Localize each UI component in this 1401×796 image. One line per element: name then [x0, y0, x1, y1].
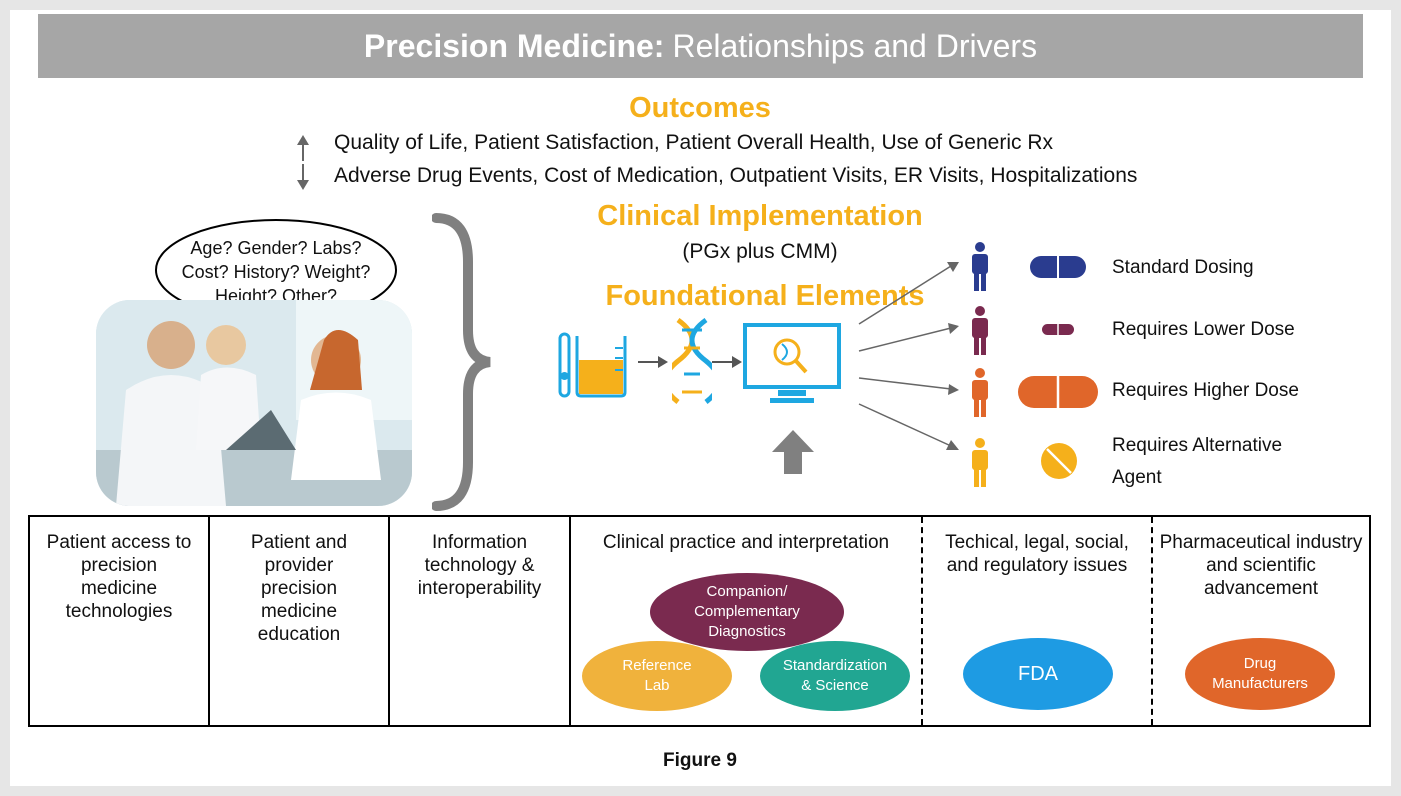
lab-sample-icon: [558, 332, 627, 398]
oval-label: Standardization & Science: [782, 657, 888, 694]
outcomes-decrease-line: Adverse Drug Events, Cost of Medication,…: [334, 164, 1138, 187]
result-label-higher: Requires Higher Dose: [1112, 380, 1299, 401]
driver-column: Pharmaceutical industry and scientific a…: [1153, 517, 1369, 725]
clinical-implementation-sub: (PGx plus CMM): [682, 240, 838, 263]
fda-oval: FDA: [963, 638, 1113, 710]
driver-label: Patient access to precision medicine tec…: [46, 532, 192, 622]
arrow-icon: [712, 356, 742, 368]
computer-analysis-icon: [743, 323, 841, 403]
standardization-oval: Standardization & Science: [760, 641, 910, 711]
driver-label: Techical, legal, social, and regulatory …: [945, 532, 1129, 576]
clinicians-photo: [96, 300, 412, 506]
up-arrow-icon: [297, 135, 309, 161]
oval-label: Reference Lab: [622, 657, 692, 694]
outcomes-increase-line: Quality of Life, Patient Satisfaction, P…: [334, 131, 1054, 154]
arrow-icon: [638, 356, 668, 368]
reference-lab-oval: Reference Lab: [582, 641, 732, 711]
round-tablet-icon: [1041, 443, 1077, 479]
down-arrow-icon: [297, 164, 309, 190]
oval-label: FDA: [1018, 663, 1058, 685]
driver-label: Patient and provider precision medicine …: [250, 532, 348, 645]
oval-label: Drug Manufacturers: [1212, 655, 1308, 692]
result-label-lower: Requires Lower Dose: [1112, 319, 1295, 340]
person-icon: [972, 368, 988, 417]
driver-column: Techical, legal, social, and regulatory …: [923, 517, 1153, 725]
companion-diagnostics-oval: Companion/ Complementary Diagnostics: [650, 573, 844, 651]
driver-column: Clinical practice and interpretation: [571, 517, 923, 725]
drug-manufacturers-oval: Drug Manufacturers: [1185, 638, 1335, 710]
dna-icon: [672, 318, 712, 404]
driver-label: Information technology & interoperabilit…: [417, 532, 542, 599]
foundational-elements-heading: Foundational Elements: [605, 280, 925, 312]
pill-icon: [1030, 256, 1086, 278]
oval-label: Companion/ Complementary Diagnostics: [694, 583, 800, 640]
clinicians-illustration: [96, 300, 412, 506]
driver-column: Patient and provider precision medicine …: [210, 517, 390, 725]
pill-icon: [1018, 376, 1098, 408]
bubble-line: Cost? History? Weight?: [181, 262, 371, 282]
result-label-alternative: Requires Alternative Agent: [1112, 435, 1283, 488]
drivers-table: Patient access to precision medicine tec…: [28, 515, 1371, 727]
driver-label: Clinical practice and interpretation: [602, 532, 890, 553]
block-up-arrow-icon: [772, 430, 814, 474]
result-arrows: [858, 262, 959, 450]
person-icon: [972, 438, 988, 487]
person-icon: [972, 306, 988, 355]
title-bar: Precision Medicine: Relationships and Dr…: [38, 14, 1363, 78]
title-bold: Precision Medicine:: [363, 27, 665, 64]
driver-label: Pharmaceutical industry and scientific a…: [1159, 532, 1363, 599]
result-label-standard: Standard Dosing: [1112, 257, 1254, 278]
person-icon: [972, 242, 988, 291]
bubble-line: Age? Gender? Labs?: [190, 238, 362, 258]
outcomes-heading: Outcomes: [629, 92, 771, 124]
driver-column: Information technology & interoperabilit…: [390, 517, 571, 725]
curly-brace-shape: [432, 213, 491, 511]
driver-column: Patient access to precision medicine tec…: [30, 517, 210, 725]
pill-icon: [1042, 324, 1074, 335]
figure-caption: Figure 9: [663, 750, 737, 771]
title-rest: Relationships and Drivers: [672, 27, 1038, 64]
clinical-implementation-heading: Clinical Implementation: [597, 200, 923, 232]
